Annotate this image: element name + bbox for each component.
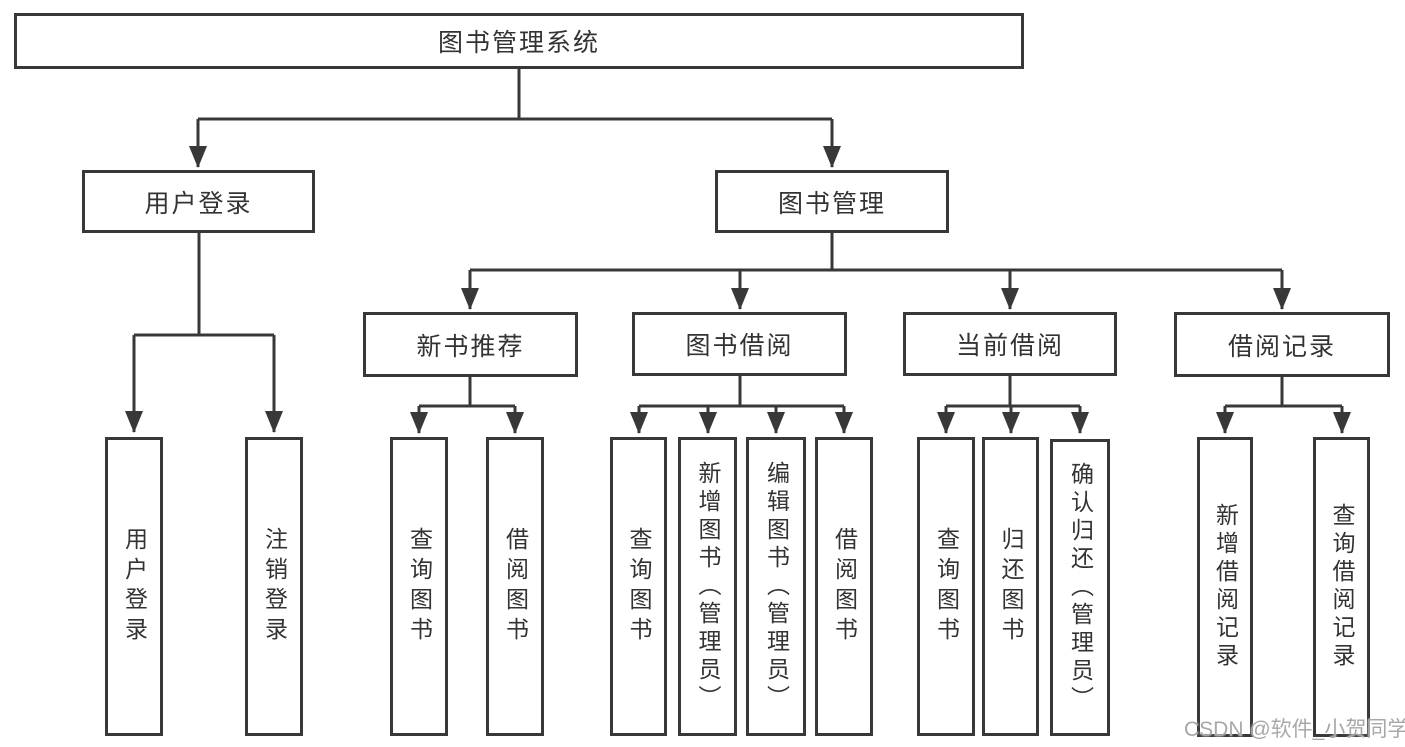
node-label: 用户登录 [121,526,148,647]
node-user-login: 用户登录 [82,170,315,233]
node-label: 查询图书 [933,526,960,647]
leaf-add-borrow-record: 新增借阅记录 [1197,437,1253,737]
node-label: 借阅图书 [502,526,529,647]
node-label: 新增借阅记录 [1212,503,1239,671]
leaf-logout: 注销登录 [245,437,303,736]
watermark: CSDN @软件_小贺同学 [1184,718,1405,741]
node-label: 新书推荐 [416,332,525,361]
node-label: 注销登录 [261,526,288,647]
node-label: 编辑图书（管理员） [763,460,790,713]
leaf-confirm-return-admin: 确认归还（管理员） [1050,439,1110,736]
node-label: 当前借阅 [955,332,1064,360]
leaf-query-books-3: 查询图书 [917,437,975,736]
node-label: 图书管理系统 [437,29,600,57]
node-book-management: 图书管理 [715,170,949,233]
leaf-user-login: 用户登录 [105,437,163,736]
node-new-book-recommend: 新书推荐 [363,312,578,377]
node-label: 图书管理 [777,189,886,218]
leaf-borrow-books-1: 借阅图书 [486,437,544,736]
leaf-edit-books-admin: 编辑图书（管理员） [746,437,806,736]
node-label: 查询借阅记录 [1329,503,1355,671]
node-label: 归还图书 [998,526,1024,647]
node-label: 查询图书 [626,526,652,647]
node-label: 新增图书（管理员） [695,460,721,713]
node-label: 借阅记录 [1227,332,1336,361]
leaf-return-books: 归还图书 [982,437,1039,736]
node-label: 借阅图书 [831,526,858,647]
node-label: 确认归还（管理员） [1067,461,1094,714]
node-label: 用户登录 [144,189,253,218]
leaf-borrow-books-2: 借阅图书 [815,437,873,736]
node-book-borrow: 图书借阅 [632,312,847,376]
leaf-query-borrow-record: 查询借阅记录 [1313,437,1370,737]
node-label: 查询图书 [406,526,433,647]
node-current-borrow: 当前借阅 [903,312,1117,376]
node-system-root: 图书管理系统 [14,13,1024,69]
node-label: 图书借阅 [685,332,794,360]
node-borrow-records: 借阅记录 [1174,312,1390,377]
leaf-query-books-2: 查询图书 [610,437,667,736]
leaf-add-books-admin: 新增图书（管理员） [678,437,737,736]
leaf-query-books-1: 查询图书 [390,437,448,736]
